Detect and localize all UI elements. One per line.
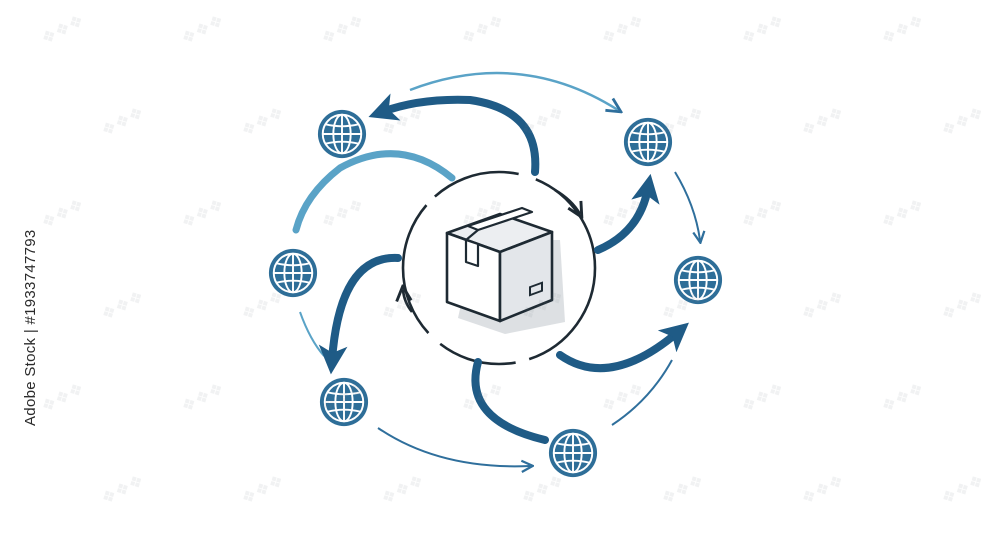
globe-icon: [267, 247, 319, 299]
globe-icon: [672, 254, 724, 306]
ring-arrow-right: [554, 188, 580, 214]
swirl-to-top-right: [594, 173, 660, 254]
ring-arrow-left: [403, 290, 414, 313]
globe-icon: [547, 427, 599, 479]
swirl-to-top-left: [368, 93, 540, 176]
connector-top-right: [674, 171, 700, 240]
swirl-to-right: [556, 322, 689, 373]
connector-left-lower: [299, 311, 325, 357]
arc-left-light: [292, 150, 456, 234]
connector-bottom-right: [611, 359, 673, 426]
central-ring: [401, 170, 597, 366]
package-icon: [445, 206, 565, 334]
globe-icon: [316, 108, 368, 160]
globe-icon: [318, 376, 370, 428]
connector-bottom: [377, 427, 530, 466]
globe-icon: [622, 116, 674, 168]
stock-id-label: Adobe Stock | #1933747793: [22, 229, 39, 426]
connector-top: [409, 71, 618, 110]
swirl-to-bottom-right: [471, 358, 549, 444]
swirl-to-left: [318, 253, 402, 375]
